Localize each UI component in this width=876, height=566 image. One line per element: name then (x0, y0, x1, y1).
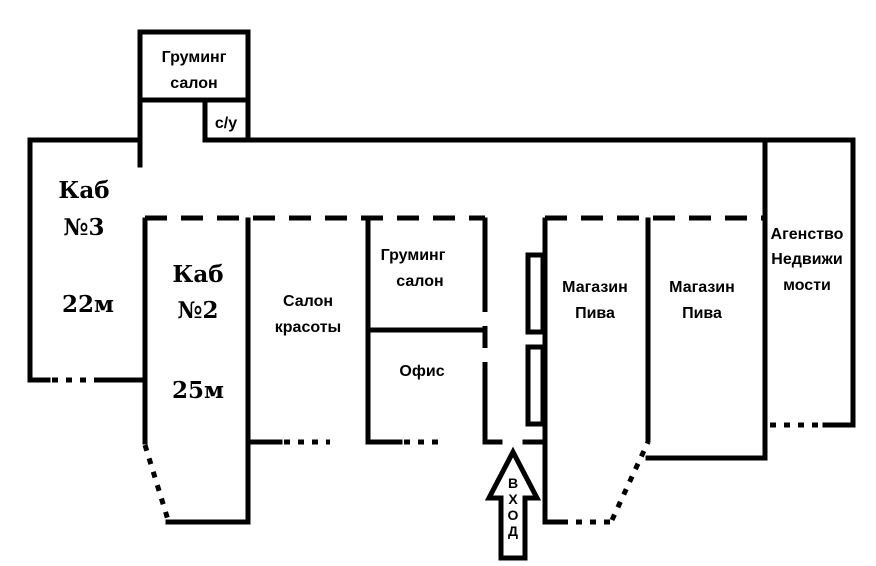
beauty-label-2: красоты (275, 319, 341, 336)
wc-label: с/у (215, 115, 237, 132)
cab2-label-1: Каб (172, 261, 223, 288)
entrance-letter-4: Д (508, 523, 518, 539)
cab2-window (142, 444, 171, 521)
wc-walls (202, 97, 251, 143)
cab2-bottom (165, 217, 251, 525)
beer1-label-1: Магазин (562, 279, 628, 296)
cab2-area: 25м (172, 377, 224, 404)
cab3-label-2: №3 (63, 214, 104, 241)
grooming-top-label-2: салон (170, 75, 217, 92)
dotted-openings (52, 377, 822, 525)
agency-label-1: Агенство (771, 226, 844, 243)
beer1-walls (542, 217, 563, 525)
beer1-diag (609, 440, 651, 522)
grooming-mid-label-1: Груминг (381, 247, 446, 264)
beer1-label-2: Пива (575, 305, 615, 322)
agency-label-3: мости (783, 277, 831, 294)
entrance-arrow: В Х О Д (484, 446, 542, 561)
office-label: Офис (399, 363, 444, 380)
cab3-walls (27, 137, 143, 383)
cab3-label-1: Каб (58, 177, 109, 204)
grooming-top-label-1: Груминг (162, 49, 227, 66)
entrance-letter-3: О (508, 507, 519, 523)
door-panel-lower (525, 344, 546, 427)
walls (27, 29, 856, 525)
grooming-mid-label-2: салон (396, 273, 443, 290)
agency-label-2: Недвижи (771, 251, 842, 268)
door-panel-upper (525, 252, 546, 335)
dashed-walls (145, 215, 765, 372)
entrance-letter-2: Х (508, 491, 518, 507)
agency-walls (822, 137, 856, 428)
beauty-label-1: Салон (283, 293, 333, 310)
arrow-shape (484, 446, 542, 561)
beer2-label-2: Пива (682, 305, 722, 322)
beer2-label-1: Магазин (669, 279, 735, 296)
cab3-area: 22м (62, 291, 114, 318)
cab2-label-2: №2 (177, 297, 218, 324)
entrance-letter-1: В (508, 475, 518, 491)
room-labels: Груминг салон с/у Каб №3 22м Каб №2 25м … (58, 49, 843, 404)
